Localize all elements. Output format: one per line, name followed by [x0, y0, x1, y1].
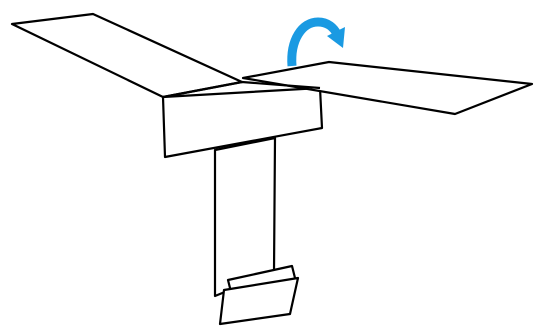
hub-top-edge: [162, 80, 321, 99]
folded-base-front-flap: [218, 276, 300, 326]
right-rotor-blade: [241, 60, 534, 116]
rotation-arrow-head: [327, 27, 345, 48]
left-rotor-blade: [10, 12, 244, 99]
hub: [161, 86, 324, 159]
rotation-arrow-icon: [287, 17, 345, 67]
folded-base: [218, 264, 300, 326]
hub-front: [161, 86, 324, 159]
rotation-arrow-shaft: [287, 17, 342, 67]
